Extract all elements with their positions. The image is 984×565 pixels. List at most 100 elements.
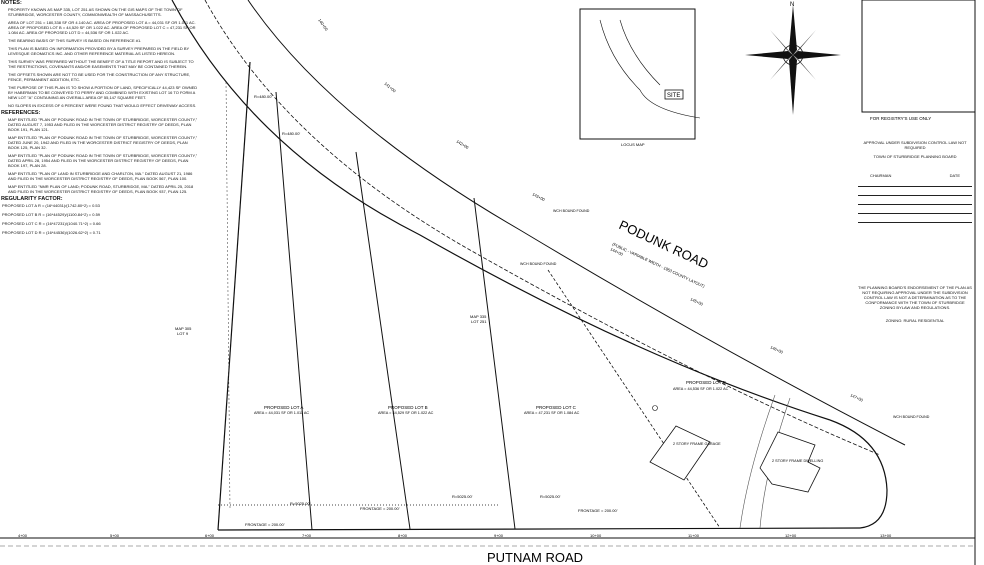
zoning-label: ZONING: RURAL RESIDENTIAL (885, 318, 945, 323)
note-3: THE BEARING BASIS OF THIS SURVEY IS BASE… (8, 38, 142, 43)
note-8: NO SLOPES IN EXCESS OF 6 PERCENT WERE FO… (8, 103, 197, 108)
podunk-station-144: 144+00 (610, 246, 625, 257)
putnam-road-label: PUTNAM ROAD (487, 550, 583, 565)
lot-a-easement-line (225, 81, 231, 509)
reference-4: MAP ENTITLED "PLAN OF LAND IN STURBRIDGE… (8, 171, 193, 181)
reference-3: MAP ENTITLED "PLAN OF PODUNK ROAD IN THE… (8, 153, 198, 168)
curve-label-1: R=480.00' (254, 94, 272, 99)
chairman-label: CHAIRMAN (870, 173, 892, 178)
signature-line-5[interactable] (858, 214, 972, 223)
registry-label: FOR REGISTRY'S USE ONLY (870, 116, 931, 121)
podunk-station-146: 146+00 (770, 344, 785, 355)
locus-map-label: LOCUS MAP (621, 142, 645, 147)
locus-site-box (664, 89, 684, 100)
lot-d-east-boundary (829, 419, 888, 529)
note-6: THE OFFSETS SHOWN ARE NOT TO BE USED FOR… (8, 72, 191, 82)
regularity-a: PROPOSED LOT A R = (16*44031)/(1742.80^2… (2, 203, 100, 208)
podunk-station-142: 142+00 (455, 139, 470, 151)
lot-c-d-line (473, 197, 516, 530)
note-7: THE PURPOSE OF THIS PLAN IS TO SHOW A PO… (8, 85, 198, 100)
driveway-left (739, 394, 776, 529)
planning-board-title: TOWN OF STURBRIDGE PLANNING BOARD (873, 154, 957, 159)
note-4: THIS PLAN IS BASED ON INFORMATION PROVID… (8, 46, 190, 56)
podunk-road-centerline (204, 0, 881, 456)
lot-a-area: AREA = 44,031 SF OR 1.011 AC (254, 411, 309, 415)
map305-lot-label: LOT 9 (177, 331, 189, 336)
curve-label-3: R=5025.00' (290, 501, 311, 506)
regularity-b: PROPOSED LOT B R = (16*44529)/(1100.84^2… (2, 212, 101, 217)
reference-2: MAP ENTITLED "PLAN OF PODUNK ROAD IN THE… (8, 135, 198, 150)
map335-lot-label: LOT 251 (471, 319, 487, 324)
wch-bound-2: WCH BOUND FOUND (520, 262, 557, 266)
reference-5: MAP ENTITLED "NMR PLAN OF LAND; PODUNK R… (8, 184, 194, 194)
lot-a-b-line (275, 91, 313, 531)
locus-road-2 (619, 19, 661, 86)
signature-line-2[interactable] (858, 187, 972, 196)
notes-heading: NOTES: (1, 0, 22, 6)
station-10: 10+00 (590, 533, 602, 538)
garage-footprint (649, 425, 711, 481)
frontage-c-label: FRONTAGE = 200.00' (578, 508, 618, 513)
dwelling-label: 2 STORY FRAME DWELLING (772, 459, 823, 463)
curve-label-5: R=5025.00' (540, 494, 561, 499)
map305-label: MAP 305 (175, 326, 192, 331)
note-1: PROPERTY KNOWN AS MAP 335, LOT 251 AS SH… (8, 7, 183, 17)
approval-title: APPROVAL UNDER SUBDIVISION CONTROL LAW N… (863, 140, 967, 150)
references-heading: REFERENCES: (1, 110, 41, 116)
dwelling-footprint (759, 431, 821, 493)
map335-label: MAP 335 (470, 314, 487, 319)
lot-b-c-line (355, 151, 411, 530)
station-9: 9+00 (494, 533, 504, 538)
station-5: 5+00 (110, 533, 120, 538)
station-12: 12+00 (785, 533, 797, 538)
wch-bound-1: WCH BOUND FOUND (553, 209, 590, 213)
podunk-station-145: 145+00 (690, 296, 705, 307)
podunk-station-143: 143+00 (532, 191, 547, 202)
putnam-road-frontage-line (217, 527, 861, 531)
podunk-road-label: PODUNK ROAD (617, 217, 711, 272)
lot-d-area: AREA = 44,536 SF OR 1.022 AC (673, 387, 729, 391)
registry-box (861, 0, 976, 113)
locus-road-3 (639, 89, 701, 119)
date-label: DATE (949, 173, 960, 178)
regularity-heading: REGULARITY FACTOR: (1, 196, 63, 202)
approval-block: APPROVAL UNDER SUBDIVISION CONTROL LAW N… (858, 140, 972, 323)
lot-b-area: AREA = 44,529 SF OR 1.022 AC (378, 411, 434, 415)
station-11: 11+00 (688, 533, 700, 538)
podunk-station-140: 140+00 (317, 18, 329, 33)
signature-header: CHAIRMAN DATE (858, 173, 972, 178)
garage-label: 2 STORY FRAME GARAGE (673, 442, 721, 446)
lot-north-boundary (171, 0, 831, 421)
podunk-station-147: 147+00 (850, 392, 865, 403)
locus-map-frame (579, 8, 696, 140)
lot-a-name: PROPOSED LOT A (264, 405, 303, 410)
signature-line-4[interactable] (858, 205, 972, 214)
station-6: 6+00 (205, 533, 215, 538)
lot-d-name: PROPOSED LOT D (686, 380, 727, 385)
signature-line-3[interactable] (858, 196, 972, 205)
curve-label-4: R=5025.00' (452, 494, 473, 499)
frontage-b-label: FRONTAGE = 200.00' (360, 506, 400, 511)
regularity-c: PROPOSED LOT C R = (16*47231)/(1040.71^2… (2, 221, 101, 226)
podunk-road-north-edge (247, 0, 906, 446)
frontage-a-label: FRONTAGE = 200.00' (245, 522, 285, 527)
lot-c-name: PROPOSED LOT C (536, 405, 577, 410)
utility-pole-icon (652, 405, 658, 411)
station-4: 4+00 (18, 533, 28, 538)
lot-a-west-line (217, 61, 251, 531)
lot-c-east-tie (547, 269, 721, 529)
regularity-d: PROPOSED LOT D R = (16*44536)/(1026.62^2… (2, 230, 101, 235)
note-5: THIS SURVEY WAS PREPARED WITHOUT THE BEN… (8, 59, 194, 69)
station-7: 7+00 (302, 533, 312, 538)
reference-1: MAP ENTITLED "PLAN OF PODUNK ROAD IN THE… (8, 117, 198, 132)
podunk-station-141: 141+00 (383, 81, 397, 94)
locus-site-label: SITE (667, 93, 680, 99)
signature-line-1[interactable] (858, 178, 972, 187)
wch-bound-3: WCH BOUND FOUND (893, 415, 930, 419)
endorsement-text: THE PLANNING BOARD'S ENDORSEMENT OF THE … (858, 285, 972, 310)
station-13: 13+00 (880, 533, 892, 538)
locus-road-1 (599, 19, 641, 91)
notes-panel: NOTES: PROPERTY KNOWN AS MAP 335, LOT 25… (0, 0, 200, 239)
lot-c-area: AREA = 47,231 SF OR 1.084 AC (524, 411, 580, 415)
